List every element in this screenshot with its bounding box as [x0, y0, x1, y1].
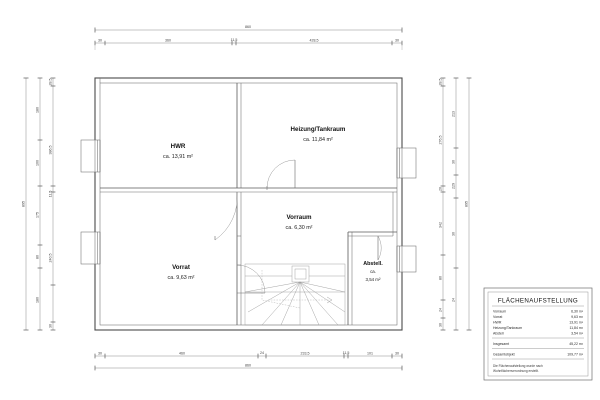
room-label-hwr: HWR	[171, 143, 186, 150]
room-label-abstell: Abstell.	[363, 261, 383, 267]
top-dimension-chain: 860 30 360 11,5 428,5 30	[94, 25, 403, 50]
window-left-upper	[80, 139, 101, 173]
legend-row-label-2: HWR	[493, 321, 502, 325]
room-label-heizung: Heizung/Tankraum	[291, 126, 346, 133]
dim-bot-1: 30	[98, 351, 102, 355]
dim-left-i1: 28,5	[48, 79, 52, 86]
dim-left-i5: 30	[48, 324, 52, 328]
dim-right-i4: 30	[451, 232, 455, 236]
dim-right-i1: 213	[451, 111, 455, 117]
dim-bot-6: 101	[367, 351, 373, 355]
bottom-dimension-chain: 30 460 24 233,5 11,5 101 30 860	[94, 351, 403, 371]
room-area-heizung: ca. 11,84 m²	[303, 137, 333, 143]
dim-left-i3: 11,5	[48, 191, 52, 198]
legend-row-value-3: 11,84 m²	[569, 326, 583, 330]
dim-bot-3: 24	[260, 351, 264, 355]
dim-left-m5: 180	[35, 297, 39, 303]
legend-row-value-4: 3,54 m²	[571, 332, 584, 336]
dim-left-m2: 100	[35, 160, 39, 166]
dim-right-m4: 342	[438, 222, 442, 228]
window-right-upper	[396, 147, 417, 179]
legend-row-value-1: 9,63 m²	[571, 315, 584, 319]
dim-top-2: 360	[165, 38, 171, 42]
dim-left-i4: 240,5	[48, 254, 52, 263]
legend-total-value-0: 45,22 m²	[569, 342, 584, 346]
dim-right-m5: 80	[438, 276, 442, 280]
dim-right-i5: 24	[451, 298, 455, 302]
dim-left-m4: 80	[35, 255, 39, 259]
dim-left-m1: 180	[35, 107, 39, 113]
dim-top-outer: 860	[245, 25, 251, 29]
dim-top-3: 11,5	[231, 38, 238, 42]
dim-right-m2: 276,5	[438, 136, 442, 145]
legend-note-line-1: Die Flächenaufstellung wurde nach	[493, 364, 543, 368]
dim-right-i3: 229	[451, 183, 455, 189]
legend-row-label-3: Heizung/Tankraum	[493, 326, 522, 330]
dim-bot-4: 233,5	[301, 351, 310, 355]
building-walls	[94, 77, 403, 331]
dim-left-i2: 386,5	[48, 146, 52, 155]
room-area-abstell-prefix: ca.	[370, 269, 376, 274]
dim-top-5: 30	[395, 38, 399, 42]
room-area-hwr: ca. 13,91 m²	[163, 154, 193, 160]
room-area-vorrat: ca. 9,63 m²	[168, 275, 195, 281]
legend-total-value-1: 109,77 m²	[567, 353, 584, 357]
dim-left-m3: 175	[35, 212, 39, 218]
dim-top-4: 428,5	[310, 38, 319, 42]
legend-panel: FLÄCHENAUFSTELLUNG Vorraum 6,30 m² Vorra…	[483, 287, 593, 381]
dim-right-m3: 20	[438, 187, 442, 191]
dim-bot-7: 30	[395, 351, 399, 355]
door-hwr	[214, 191, 238, 241]
dim-left-outer: 895	[21, 201, 25, 207]
dim-bot-5: 11,5	[343, 351, 350, 355]
windows	[80, 139, 417, 273]
dim-bot-2: 460	[179, 351, 185, 355]
room-label-vorrat: Vorrat	[172, 264, 190, 271]
door-abstell	[377, 235, 382, 261]
room-area-vorraum: ca. 6,30 m²	[286, 225, 313, 231]
legend-total-label-0: Insgesamt	[493, 342, 509, 346]
dim-right-m7: 30	[438, 323, 442, 327]
legend-row-value-2: 13,91 m²	[569, 321, 584, 325]
dim-right-m6: 24	[438, 308, 442, 312]
window-right-lower	[396, 245, 417, 273]
legend-row-label-0: Vorraum	[493, 310, 506, 314]
legend-total-label-1: Gesamtobjekt	[493, 353, 515, 357]
window-left-lower	[80, 231, 101, 265]
right-dimension-chain: 28,5 276,5 20 342 80 24 30 213 30 229 30…	[438, 77, 472, 331]
door-heizung	[266, 159, 296, 190]
legend-note-line-2: Wohnflächenverordnung erstellt.	[493, 369, 539, 373]
dim-right-outer: 895	[464, 201, 468, 207]
legend-row-value-0: 6,30 m²	[571, 310, 584, 314]
staircase	[244, 263, 346, 326]
room-labels: HWR ca. 13,91 m² Heizung/Tankraum ca. 11…	[163, 126, 383, 282]
dim-right-m1: 28,5	[438, 79, 442, 86]
room-area-abstell: 3,54 m²	[366, 277, 381, 282]
legend-row-label-4: Abstell	[493, 332, 504, 336]
dim-top-1: 30	[98, 38, 102, 42]
left-dimension-chain: 895 180 100 175 80 180 28,5 386,5 11,5 2…	[21, 77, 56, 331]
dim-right-i2: 30	[451, 160, 455, 164]
dim-bot-outer: 860	[245, 363, 251, 367]
legend-title: FLÄCHENAUFSTELLUNG	[498, 298, 578, 305]
legend-row-label-1: Vorrat	[493, 315, 502, 319]
room-label-vorraum: Vorraum	[287, 214, 312, 221]
